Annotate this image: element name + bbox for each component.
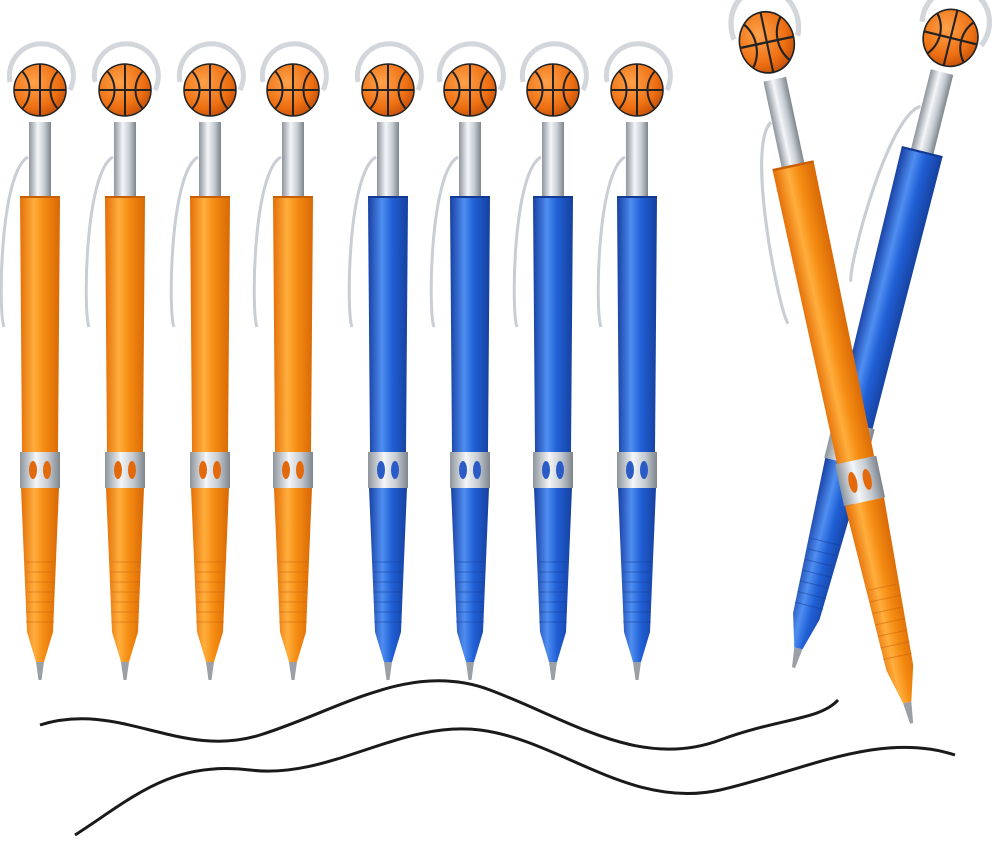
pen-blue [347,41,424,680]
pen-tip [549,662,557,680]
pen-orange [0,41,76,680]
chrome-ring [835,455,886,507]
chrome-ring [20,452,60,488]
pen-grip [21,488,59,662]
pen-clip [169,155,199,328]
pen-grip [534,488,572,662]
pen-grip [451,488,489,662]
basketball-icon [266,63,320,117]
pen-grip [369,488,407,662]
basketball-icon [361,63,415,117]
pen-clip [252,155,282,328]
pen-grip [844,497,914,704]
chrome-ring [450,452,490,488]
chrome-plunger [29,122,51,202]
pen-clip [760,120,790,325]
pen-blue [429,41,506,680]
pen-clip [512,155,542,328]
pen-grip [191,488,229,662]
pen-tip [792,647,803,668]
chrome-plunger [909,69,954,161]
basketball-icon [443,63,497,117]
pen-clip [596,155,626,328]
basketball-icon [610,63,664,117]
pen-barrel [20,197,60,452]
chrome-plunger [542,122,564,202]
pen-grip [274,488,312,662]
chrome-plunger [282,122,304,202]
pen-clip [0,155,29,328]
basketball-icon [922,8,979,68]
pen-clip [429,155,459,328]
basketball-icon [13,63,67,117]
pen-grip [618,488,656,662]
pen-barrel [368,197,408,452]
pen-orange [84,41,161,680]
chrome-ring [105,452,145,488]
pen-barrel [450,197,490,452]
pen-tip [384,662,392,680]
pen-barrel [772,161,875,465]
chrome-plunger [114,122,136,202]
pen-blue [512,41,589,680]
chrome-ring [617,452,657,488]
pen-clip [849,104,922,282]
pen-barrel [835,147,943,429]
chrome-plunger [459,122,481,202]
pen-tip [903,701,914,724]
ink-line-orange-pen [74,727,956,837]
basketball-icon [98,63,152,117]
pen-tip [466,662,474,680]
basketball-icon [738,10,796,74]
pen-barrel [617,197,657,452]
pen-tip [121,662,129,680]
pen-barrel [105,197,145,452]
pen-clip [347,155,377,328]
chrome-plunger [199,122,221,202]
pen-tip [36,662,44,680]
chrome-plunger [626,122,648,202]
pen-barrel [273,197,313,452]
chrome-ring [190,452,230,488]
chrome-ring [273,452,313,488]
pen-orange [252,41,329,680]
pen-orange [169,41,246,680]
pen-tip [206,662,214,680]
pen-tip [633,662,641,680]
chrome-ring [533,452,573,488]
pen-blue [596,41,673,680]
basketball-icon [526,63,580,117]
chrome-plunger [763,76,806,174]
chrome-ring [368,452,408,488]
pen-orange-tilted [728,0,914,724]
pen-clip [84,155,114,328]
pen-barrel [533,197,573,452]
pen-grip [106,488,144,662]
basketball-icon [183,63,237,117]
chrome-plunger [377,122,399,202]
pen-tip [289,662,297,680]
ink-scribble-lines [39,679,956,837]
pen-barrel [190,197,230,452]
ink-line-blue-pen [39,679,840,751]
